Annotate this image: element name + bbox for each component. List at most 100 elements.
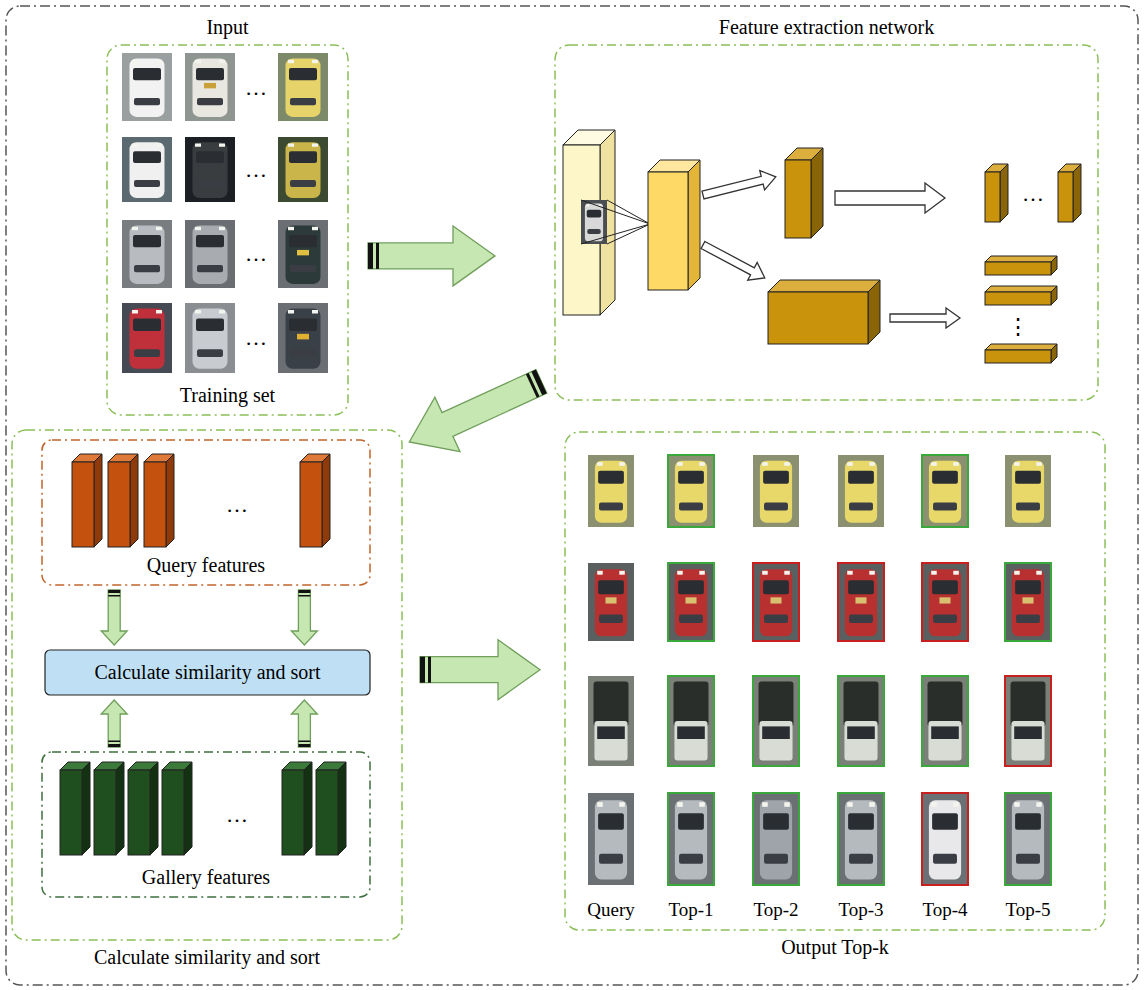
photo-ground bbox=[588, 563, 634, 641]
vehicle-photo bbox=[838, 563, 884, 641]
car-body bbox=[1012, 461, 1044, 523]
receptive-line bbox=[581, 200, 650, 224]
rear-window bbox=[290, 265, 316, 272]
rear-window bbox=[290, 349, 316, 357]
block-side bbox=[868, 280, 880, 344]
block-front bbox=[108, 462, 130, 547]
rear-window bbox=[197, 349, 223, 357]
block-side bbox=[130, 454, 138, 547]
lamp bbox=[312, 144, 318, 147]
match-frame bbox=[1005, 563, 1051, 641]
arrow-tail-band bbox=[531, 370, 546, 396]
arrow-body bbox=[409, 370, 547, 452]
box-border bbox=[42, 752, 370, 897]
lamp bbox=[597, 802, 603, 807]
car-body bbox=[675, 461, 707, 523]
flow-arrow bbox=[101, 700, 127, 747]
vehicle-photo bbox=[588, 455, 634, 527]
car-body bbox=[760, 800, 792, 879]
lamp bbox=[219, 144, 225, 147]
match-frame bbox=[668, 455, 714, 527]
photo-ground bbox=[668, 676, 714, 766]
vehicle-photo bbox=[1005, 793, 1051, 885]
vehicle-photo bbox=[1005, 563, 1051, 641]
windshield bbox=[932, 471, 958, 484]
car-body bbox=[929, 800, 961, 879]
lamp bbox=[784, 802, 790, 807]
rear-window bbox=[134, 265, 160, 272]
lamp bbox=[953, 802, 959, 807]
car-body bbox=[675, 800, 707, 879]
vehicle-photo bbox=[753, 455, 799, 527]
lamp bbox=[869, 462, 875, 466]
lamp bbox=[699, 571, 705, 575]
block-side bbox=[322, 454, 330, 547]
lamp bbox=[1036, 571, 1042, 575]
photo-ground bbox=[838, 676, 884, 766]
rear-window bbox=[764, 503, 788, 511]
block-front bbox=[60, 770, 82, 855]
lamp bbox=[784, 571, 790, 575]
photo-ground bbox=[668, 455, 714, 527]
car-body bbox=[130, 142, 165, 198]
lamp bbox=[195, 144, 201, 147]
lamp bbox=[312, 227, 318, 230]
block-front bbox=[985, 350, 1051, 363]
lamp bbox=[699, 462, 705, 466]
windshield bbox=[678, 813, 704, 830]
car-body bbox=[845, 800, 877, 879]
arrow-tail-band bbox=[298, 595, 310, 597]
vehicle-photo bbox=[838, 676, 884, 766]
rear-window bbox=[679, 854, 703, 864]
rear-window bbox=[134, 180, 160, 187]
lamp bbox=[953, 462, 959, 466]
vehicle-photo bbox=[1005, 455, 1051, 527]
ellipsis-mark: … bbox=[1022, 182, 1044, 206]
photo-ground bbox=[588, 455, 634, 527]
lamp bbox=[869, 571, 875, 575]
lamp bbox=[847, 571, 853, 575]
roof-sign bbox=[297, 250, 309, 255]
photo-ground bbox=[922, 563, 968, 641]
ellipsis-mark: … bbox=[245, 242, 267, 266]
vehicle-photo bbox=[753, 676, 799, 766]
outer-frame bbox=[6, 6, 1138, 985]
feature-block bbox=[72, 454, 102, 547]
vehicle-photo bbox=[185, 137, 235, 202]
windshield bbox=[196, 151, 224, 163]
box-border bbox=[12, 430, 402, 940]
vehicle-photo bbox=[668, 455, 714, 527]
vehicle-photo bbox=[122, 53, 172, 121]
car-body bbox=[286, 225, 321, 283]
ellipsis-mark: … bbox=[226, 493, 248, 517]
lamp bbox=[288, 310, 294, 314]
match-frame bbox=[922, 563, 968, 641]
rank-label: Top-3 bbox=[838, 900, 883, 921]
windshield bbox=[931, 726, 959, 739]
ellipsis-mark: … bbox=[245, 76, 267, 100]
lamp bbox=[195, 60, 201, 63]
box-border bbox=[42, 440, 370, 585]
box-outline bbox=[107, 45, 348, 415]
photo-ground bbox=[838, 793, 884, 885]
block-front bbox=[985, 172, 1000, 222]
windshield bbox=[763, 471, 789, 484]
lamp bbox=[312, 60, 318, 63]
vehicle-photo bbox=[278, 303, 328, 373]
vehicle-photo bbox=[668, 793, 714, 885]
windshield bbox=[677, 726, 705, 739]
car-body bbox=[1012, 569, 1044, 636]
input-panel: InputTraining set bbox=[107, 45, 348, 415]
windshield bbox=[289, 318, 317, 331]
feature-block bbox=[563, 130, 615, 315]
block-front bbox=[94, 770, 116, 855]
flow-arrow-hollow bbox=[701, 167, 779, 205]
similarity-panel: Calculate similarity and sortQuery featu… bbox=[12, 430, 402, 940]
photo-ground bbox=[185, 53, 235, 121]
vehicle-photo bbox=[185, 53, 235, 121]
rear-window bbox=[849, 503, 873, 511]
lamp bbox=[953, 571, 959, 575]
lamp bbox=[195, 310, 201, 314]
windshield bbox=[932, 813, 958, 830]
